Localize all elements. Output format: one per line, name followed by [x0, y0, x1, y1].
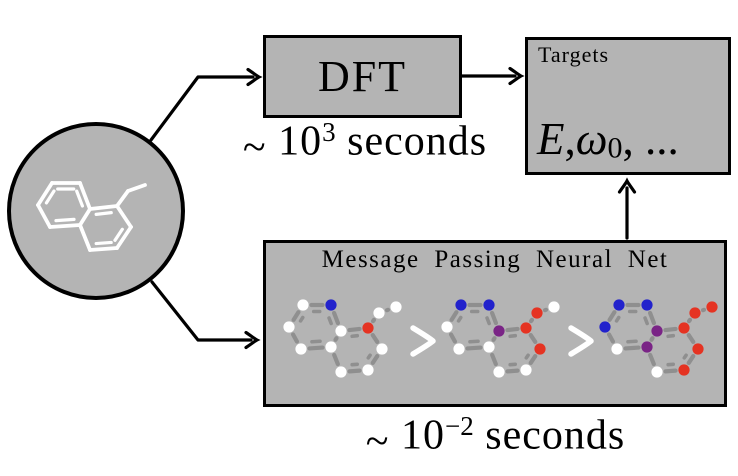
- dft-time-base: 10: [278, 118, 323, 165]
- mpnn-time-label: ~ 10−2 seconds: [318, 411, 673, 465]
- mpnn-time-exponent: −2: [445, 411, 474, 441]
- mpnn-time-base: 10: [401, 412, 445, 459]
- targets-value-ellipsis: , ...: [622, 114, 679, 165]
- dft-time-label: ~ 103 seconds: [195, 117, 535, 171]
- targets-value-omega: ω: [575, 114, 608, 165]
- arrow-molecule-to-mpnn: [150, 280, 261, 350]
- targets-value-omega-subscript: 0: [607, 132, 623, 165]
- dft-label: DFT: [317, 52, 408, 101]
- dft-time-exponent: 3: [322, 117, 336, 147]
- molecule-structure: [36, 181, 147, 252]
- targets-values: E,ω0, ...: [537, 113, 679, 166]
- targets-title: Targets: [538, 42, 610, 67]
- mpnn-time-unit: seconds: [485, 412, 626, 459]
- dft-box: DFT: [263, 35, 462, 118]
- mpnn-title: Message Passing Neural Net: [321, 246, 669, 273]
- targets-value-energy: E: [537, 114, 565, 165]
- targets-value-comma: ,: [564, 114, 576, 165]
- arrow-mpnn-to-targets: [617, 177, 637, 240]
- mpnn-time-tilde: ~: [365, 419, 390, 466]
- mpnn-box: Message Passing Neural Net: [263, 240, 727, 407]
- dft-time-unit: seconds: [347, 118, 488, 165]
- input-molecule-circle: [7, 122, 185, 300]
- targets-box: Targets E,ω0, ...: [525, 37, 731, 175]
- arrow-dft-to-targets: [460, 66, 525, 86]
- dft-time-tilde: ~: [242, 125, 267, 172]
